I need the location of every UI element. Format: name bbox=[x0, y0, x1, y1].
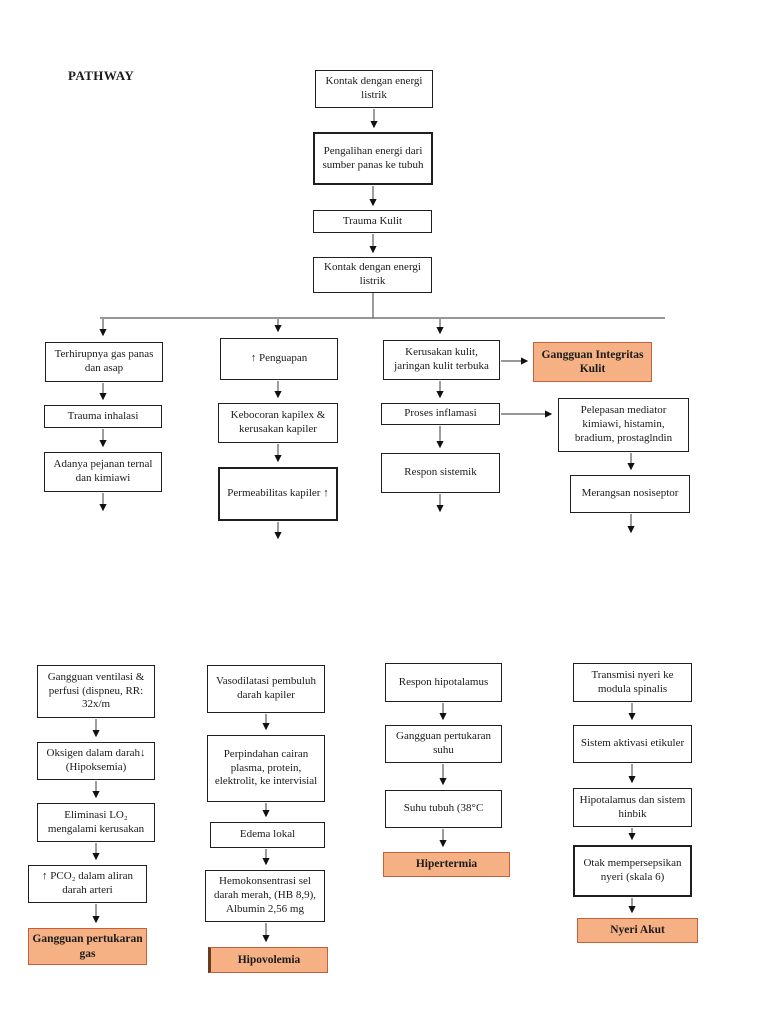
page-title: PATHWAY bbox=[68, 68, 135, 83]
node-respon-sistemik: Respon sistemik bbox=[381, 453, 500, 493]
node-pengalihan-energi: Pengalihan energi dari sumber panas ke t… bbox=[313, 132, 433, 185]
diagnosis-gangguan-integritas-kulit: Gangguan Integritas Kulit bbox=[533, 342, 652, 382]
node-vasodilatasi: Vasodilatasi pembuluh darah kapiler bbox=[207, 665, 325, 713]
node-kontak-energi-listrik-1: Kontak dengan energi listrik bbox=[315, 70, 433, 108]
diagnosis-hipovolemia: Hipovolemia bbox=[208, 947, 328, 973]
node-kerusakan-kulit: Kerusakan kulit, jaringan kulit terbuka bbox=[383, 340, 500, 380]
node-sistem-aktivasi: Sistem aktivasi etikuler bbox=[573, 725, 692, 763]
node-permeabilitas-kapiler: Permeabilitas kapiler ↑ bbox=[218, 467, 338, 521]
node-kontak-energi-listrik-2: Kontak dengan energi listrik bbox=[313, 257, 432, 293]
node-penguapan: ↑ Penguapan bbox=[220, 338, 338, 380]
node-merangsan-nosiseptor: Merangsan nosiseptor bbox=[570, 475, 690, 513]
node-hipotalamus-sistem-hinbik: Hipotalamus dan sistem hinbik bbox=[573, 788, 692, 827]
node-perpindahan-cairan: Perpindahan cairan plasma, protein, elek… bbox=[207, 735, 325, 802]
node-terhirupnya-gas: Terhirupnya gas panas dan asap bbox=[45, 342, 163, 382]
diagnosis-gangguan-pertukaran-gas: Gangguan pertukaran gas bbox=[28, 928, 147, 965]
diagnosis-nyeri-akut: Nyeri Akut bbox=[577, 918, 698, 943]
node-pco2-dalam-aliran: ↑ PCO₂ dalam aliran darah arteri bbox=[28, 865, 147, 903]
node-otak-mempersepsikan: Otak mempersepsikan nyeri (skala 6) bbox=[573, 845, 692, 897]
node-hemokonsentrasi: Hemokonsentrasi sel darah merah, (HB 8,9… bbox=[205, 870, 325, 922]
node-transmisi-nyeri: Transmisi nyeri ke modula spinalis bbox=[573, 663, 692, 702]
node-respon-hipotalamus: Respon hipotalamus bbox=[385, 663, 502, 702]
node-suhu-tubuh: Suhu tubuh (38°C bbox=[385, 790, 502, 828]
node-proses-inflamasi: Proses inflamasi bbox=[381, 403, 500, 425]
node-gangguan-pertukaran-suhu: Gangguan pertukaran suhu bbox=[385, 725, 502, 763]
node-kebocoran-kapilex: Kebocoran kapilex & kerusakan kapiler bbox=[218, 403, 338, 443]
node-edema-lokal: Edema lokal bbox=[210, 822, 325, 848]
node-gangguan-ventilasi: Gangguan ventilasi & perfusi (dispneu, R… bbox=[37, 665, 155, 718]
node-oksigen-dalam-darah: Oksigen dalam darah↓ (Hipoksemia) bbox=[37, 742, 155, 780]
diagnosis-hipertermia: Hipertermia bbox=[383, 852, 510, 877]
node-adanya-pejanan: Adanya pejanan ternal dan kimiawi bbox=[44, 452, 162, 492]
node-pelepasan-mediator: Pelepasan mediator kimiawi, histamin, br… bbox=[558, 398, 689, 452]
node-trauma-kulit: Trauma Kulit bbox=[313, 210, 432, 233]
node-eliminasi-lo2: Eliminasi LO₂ mengalami kerusakan bbox=[37, 803, 155, 842]
node-trauma-inhalasi: Trauma inhalasi bbox=[44, 405, 162, 428]
